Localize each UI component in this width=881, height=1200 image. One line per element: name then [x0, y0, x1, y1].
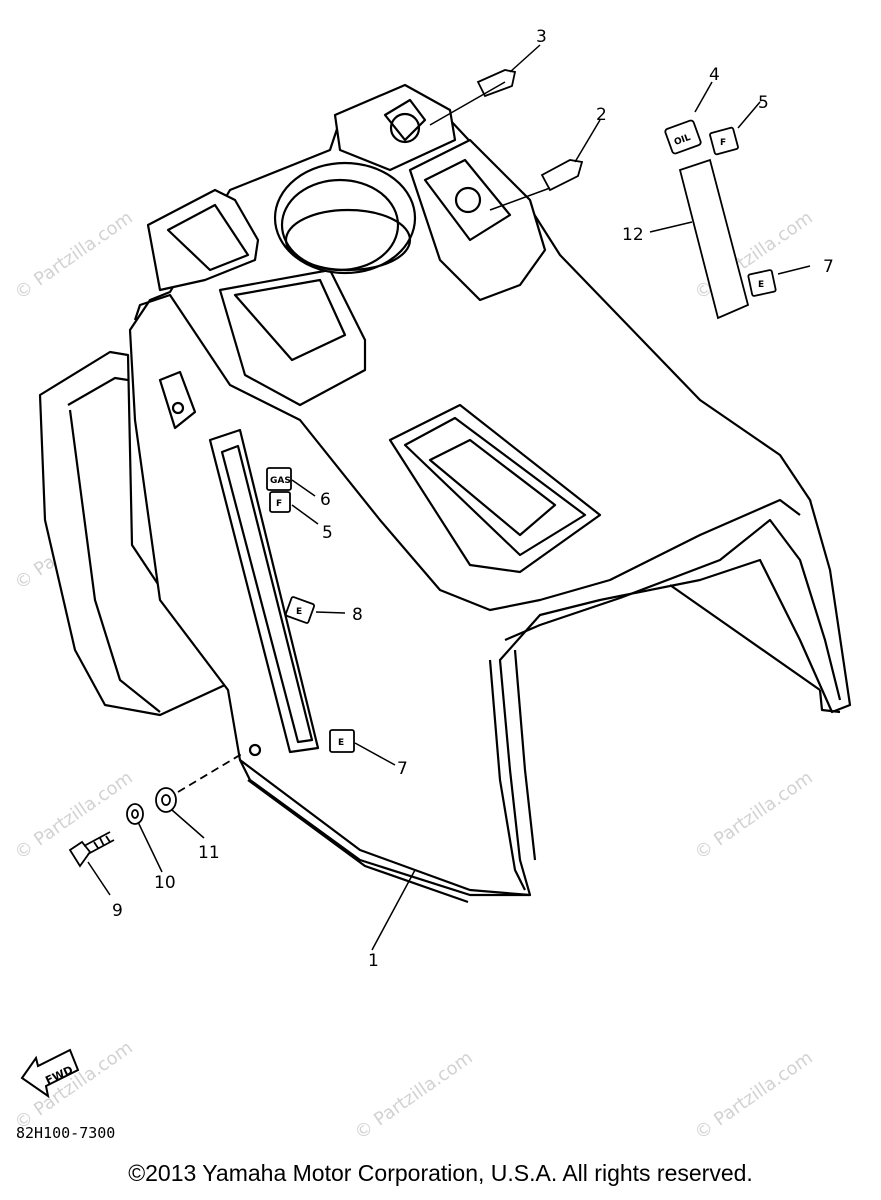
cap-part-3 — [476, 69, 517, 98]
callouts: 3 2 4 5 12 7 6 5 8 7 11 10 9 1 — [112, 27, 834, 971]
fasteners — [68, 751, 246, 868]
cap-part-2 — [540, 159, 584, 192]
callout-7-low: 7 — [397, 759, 408, 779]
front-cover-body — [38, 83, 852, 904]
empty-e-decal-loose — [747, 269, 777, 297]
leader-lines — [87, 44, 811, 951]
fuel-f-decal-loose — [709, 126, 739, 156]
watermark: © Partzilla.com — [11, 207, 137, 304]
watermark: © Partzilla.com — [691, 767, 817, 864]
gauge-decal-text: E — [296, 607, 302, 617]
watermark: © Partzilla.com — [351, 1047, 477, 1144]
bolt-part-9 — [68, 840, 92, 868]
gauge-decal — [284, 596, 316, 624]
watermark: © Partzilla.com — [691, 1047, 817, 1144]
callout-7-top: 7 — [823, 257, 834, 277]
callout-3: 3 — [536, 27, 547, 47]
callout-10: 10 — [154, 873, 176, 893]
empty-e-decal-lower — [329, 729, 355, 753]
oil-decal — [664, 119, 702, 155]
loose-decals: OIL F E — [476, 69, 777, 320]
gas-decal-text: GAS — [270, 476, 291, 486]
watermark: © Partzilla.com — [11, 1037, 137, 1134]
callout-9: 9 — [112, 901, 123, 921]
callout-5-mid: 5 — [322, 523, 333, 543]
callout-5-top: 5 — [758, 93, 769, 113]
gauge-strip-part-12 — [678, 158, 750, 320]
callout-1: 1 — [368, 951, 379, 971]
empty-e-decal-loose-text: E — [758, 280, 764, 290]
fuel-f-decal-loose-text: F — [720, 138, 726, 148]
callout-8: 8 — [352, 605, 363, 625]
diagram-part-code: 82H100-7300 — [16, 1124, 115, 1142]
callout-2: 2 — [596, 105, 607, 125]
empty-e-decal-lower-text: E — [338, 738, 344, 748]
fuel-f-decal-text: F — [276, 499, 282, 509]
callout-4: 4 — [709, 65, 720, 85]
callout-11: 11 — [198, 843, 220, 863]
fuel-f-decal — [269, 491, 291, 513]
callout-6: 6 — [320, 490, 331, 510]
callout-12: 12 — [622, 225, 644, 245]
copyright-notice: ©2013 Yamaha Motor Corporation, U.S.A. A… — [128, 1160, 753, 1186]
body-decals: GAS F E E — [266, 467, 355, 753]
gas-decal — [266, 467, 292, 491]
